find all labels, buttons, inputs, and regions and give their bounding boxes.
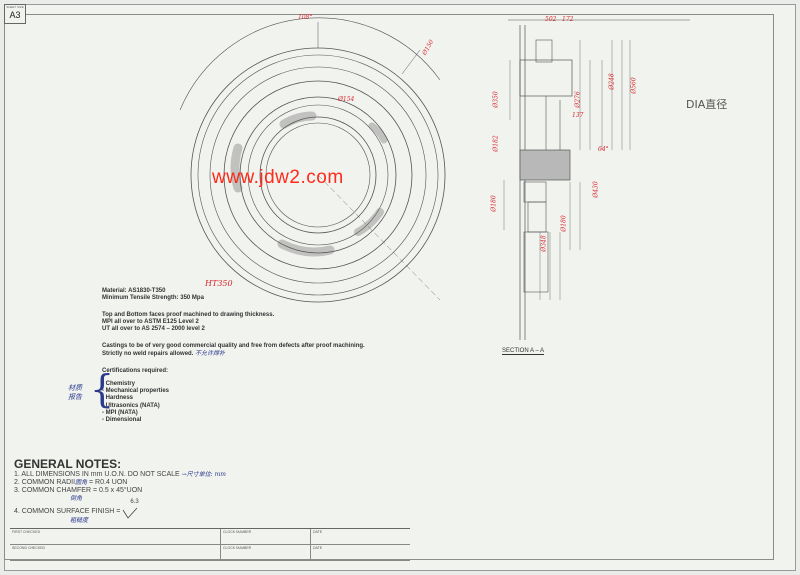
tb-date-1: DATE (310, 529, 410, 545)
kidney-port-left (230, 143, 243, 193)
cert-item: - Ultrasonics (NATA) (102, 402, 160, 409)
dim-sec-low2: Ø180 (560, 215, 568, 232)
dim-sec-low1: Ø180 (490, 195, 498, 212)
castings-line-2: Strictly no weld repairs allowed. (102, 351, 194, 357)
surface-finish-value: 6.3 (130, 499, 139, 505)
cert-hand-notes: 材质 报告 (68, 384, 82, 402)
dim-sec-top: 502 (545, 16, 557, 23)
surface-finish-icon (122, 507, 138, 519)
drawing-sheet (4, 4, 796, 571)
dim-arc-top: 108° (298, 14, 313, 21)
inner-ring (239, 96, 397, 254)
title-block-row-1: FIRST CHECKED CLOCK NUMBER DATE (10, 529, 410, 545)
tb-second-checked: SECOND CHECKED (12, 546, 46, 550)
tb-clock-number-2: CLOCK NUMBER (220, 545, 310, 561)
general-note-3-hand-row: 倒角 (14, 495, 274, 503)
dim-sec-right3: Ø430 (592, 181, 600, 198)
cert-hand-note-1: 材质 (68, 384, 82, 392)
general-notes-title: GENERAL NOTES: (14, 457, 122, 471)
cert-item: - Dimensional (102, 417, 142, 424)
dim-sec-top2: 172 (562, 16, 574, 23)
title-block-row-2: SECOND CHECKED CLOCK NUMBER DATE (10, 545, 410, 561)
material-line-2: Minimum Tensile Strength: 350 Mpa (102, 295, 204, 301)
machining-line-3: UT all over to AS 2574 – 2000 level 2 (102, 326, 205, 332)
general-note-1-hand: →尺寸单位: mm (181, 471, 226, 478)
material-hand-note: HT350 (205, 279, 233, 288)
kidney-port-bottom (277, 239, 335, 257)
material-line-1: Material: AS1830-T350 (102, 288, 166, 294)
kidney-port-right (368, 122, 388, 144)
tb-first-checked: FIRST CHECKED (12, 530, 41, 534)
dim-mid: Ø154 (338, 96, 355, 103)
dim-sec-side5: Ø560 (630, 77, 638, 94)
machining-line-1: Top and Bottom faces proof machined to d… (102, 312, 275, 318)
dim-sec-side3: Ø276 (574, 91, 582, 108)
dia-note: DIA直径 (686, 98, 728, 111)
general-note-4-text: 4. COMMON SURFACE FINISH = (14, 507, 121, 515)
outer-circle-2 (197, 54, 439, 296)
arc-dimension (179, 17, 441, 111)
section-view (503, 19, 690, 340)
general-note-3: 3. COMMON CHAMFER = 0.5 x 45°UON (14, 487, 274, 495)
bolt-ring (209, 66, 427, 284)
general-note-2-hand: 圆角 (75, 479, 88, 486)
bore-outer (259, 116, 377, 234)
machining-line-2: MPI all over to ASTM E125 Level 2 (102, 319, 199, 325)
section-line (317, 174, 441, 301)
sheet-size-box: SHEET SIZE A3 (4, 4, 26, 24)
tb-clock-number-1: CLOCK NUMBER (220, 529, 310, 545)
dim-sec-low3: Ø348 (540, 235, 548, 252)
kidney-ring-outer (223, 80, 413, 270)
watermark-text: www.jdw2.com (212, 167, 344, 188)
sheet-size-code: A3 (9, 10, 21, 20)
general-note-2-text: 2. COMMON RADII (14, 479, 76, 486)
certifications-list: - Chemistry - Mechanical properties - Ha… (102, 381, 432, 424)
sheet-size-caption: SHEET SIZE (6, 5, 24, 9)
castings-hand-note: 不允许焊补 (195, 350, 226, 357)
general-note-2-tail: = R0.4 UON (87, 479, 128, 486)
kidney-port-lower-right (354, 208, 384, 236)
cert-item: - Chemistry (102, 381, 136, 387)
cert-item: - Hardness (102, 395, 134, 402)
general-notes: GENERAL NOTES: 1. ALL DIMENSIONS IN mm U… (14, 458, 274, 525)
leader-line (401, 49, 421, 75)
castings-line-1: Castings to be of very good commercial q… (102, 343, 365, 349)
title-block: FIRST CHECKED CLOCK NUMBER DATE SECOND C… (10, 528, 410, 561)
kidney-port-top (279, 111, 317, 129)
dim-sec-right2: 64° (598, 146, 609, 153)
general-note-4-hand: 粗糙度 (70, 517, 89, 524)
cert-item: - Mechanical properties (102, 388, 170, 395)
general-note-4-hand-row: 粗糙度 (14, 517, 274, 525)
general-note-3-hand: 倒角 (70, 495, 83, 502)
dim-sec-side1: Ø350 (492, 91, 500, 108)
material-notes: Material: AS1830-T350 Minimum Tensile St… (102, 288, 432, 424)
tb-date-2: DATE (310, 545, 410, 561)
dim-sec-side2: Ø182 (492, 135, 500, 152)
general-note-4: 4. COMMON SURFACE FINISH = 6.3 (14, 499, 274, 519)
certifications-title: Certifications required: (102, 368, 169, 374)
drawing-border (4, 14, 774, 560)
cert-item: - MPI (NATA) (102, 409, 138, 416)
general-note-1: 1. ALL DIMENSIONS IN mm U.O.N. DO NOT SC… (14, 471, 274, 479)
general-note-2: 2. COMMON RADII圆角 = R0.4 UON (14, 479, 274, 487)
cert-brace: { (90, 367, 115, 411)
dim-sec-right1: 137 (572, 112, 584, 119)
section-label: SECTION A – A (502, 348, 545, 355)
inner-ring-2 (247, 104, 389, 246)
general-note-3-text: 3. COMMON CHAMFER = 0.5 x 45°UON (14, 487, 143, 494)
bore (265, 122, 371, 228)
dim-sec-side4: Ø248 (608, 73, 616, 90)
surface-finish-symbol: 6.3 (122, 499, 139, 519)
cert-hand-note-2: 报告 (68, 393, 82, 401)
general-note-1-text: 1. ALL DIMENSIONS IN mm U.O.N. DO NOT SC… (14, 471, 180, 478)
